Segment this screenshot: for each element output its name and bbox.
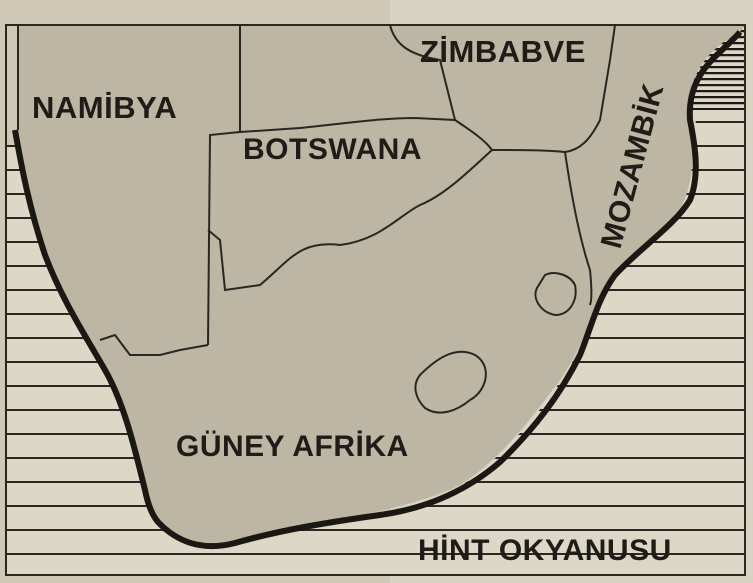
label-namibia: NAMİBYA: [32, 90, 177, 125]
indian-ocean: [160, 25, 745, 575]
label-botswana: BOTSWANA: [243, 133, 422, 166]
land-mass: [18, 25, 745, 545]
map-frame: [5, 24, 746, 576]
label-south-africa: GÜNEY AFRİKA: [176, 430, 409, 463]
label-zimbabwe: ZİMBABVE: [420, 34, 586, 69]
country-borders: [17, 24, 616, 414]
coastline: [12, 30, 743, 549]
label-indian-ocean: HİNT OKYANUSU: [418, 534, 672, 567]
